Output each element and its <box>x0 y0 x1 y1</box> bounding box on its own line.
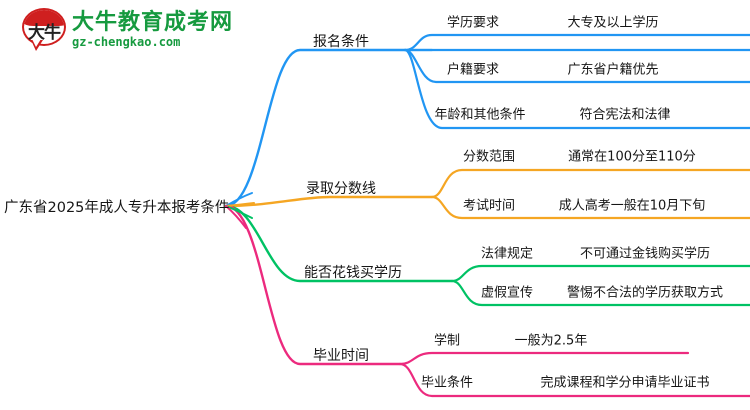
child-label-0-1[interactable]: 户籍要求 <box>446 62 500 78</box>
logo-mark-text: 大牛 <box>28 22 61 43</box>
bubble-shape <box>22 8 66 46</box>
child-value-0-2[interactable]: 符合宪法和法律 <box>579 107 671 123</box>
child-value-3-1[interactable]: 完成课程和学分申请毕业证书 <box>540 375 710 391</box>
child-label-0-0[interactable]: 学历要求 <box>446 15 500 31</box>
child-label-3-0[interactable]: 学制 <box>433 333 461 349</box>
logo-name-cn: 大牛教育成考网 <box>72 10 234 35</box>
branch-label-0[interactable]: 报名条件 <box>313 34 369 50</box>
child-label-2-0[interactable]: 法律规定 <box>480 246 534 262</box>
bubble-tail-inner <box>32 39 41 47</box>
child-value-0-1[interactable]: 广东省户籍优先 <box>567 62 659 78</box>
logo-name-en: gz-chengkao.com <box>72 35 181 49</box>
branch-label-3[interactable]: 毕业时间 <box>313 348 369 364</box>
child-value-2-0[interactable]: 不可通过金钱购买学历 <box>579 246 711 262</box>
child-value-3-0[interactable]: 一般为2.5年 <box>514 333 588 349</box>
child-label-3-1[interactable]: 毕业条件 <box>420 375 474 391</box>
logo-wordmark: 大牛教育成考网 gz-chengkao.com <box>72 10 234 50</box>
child-value-1-0[interactable]: 通常在100分至110分 <box>568 149 696 165</box>
bubble-cap <box>24 10 64 26</box>
child-value-0-0[interactable]: 大专及以上学历 <box>567 15 659 31</box>
child-value-1-1[interactable]: 成人高考一般在10月下旬 <box>558 198 706 214</box>
child-label-1-0[interactable]: 分数范围 <box>462 149 516 165</box>
mindmap-root-node[interactable]: 广东省2025年成人专升本报考条件 <box>4 200 230 216</box>
child-label-2-1[interactable]: 虚假宣传 <box>480 285 534 301</box>
child-value-2-1[interactable]: 警惕不合法的学历获取方式 <box>566 285 724 301</box>
branch-label-2[interactable]: 能否花钱买学历 <box>304 265 402 281</box>
child-label-1-1[interactable]: 考试时间 <box>462 198 516 214</box>
branch-label-1[interactable]: 录取分数线 <box>306 181 376 197</box>
site-logo[interactable]: 大牛 大牛教育成考网 gz-chengkao.com <box>22 8 233 52</box>
logo-speech-bubble-icon: 大牛 <box>22 8 66 52</box>
child-label-0-2[interactable]: 年龄和其他条件 <box>434 107 526 123</box>
